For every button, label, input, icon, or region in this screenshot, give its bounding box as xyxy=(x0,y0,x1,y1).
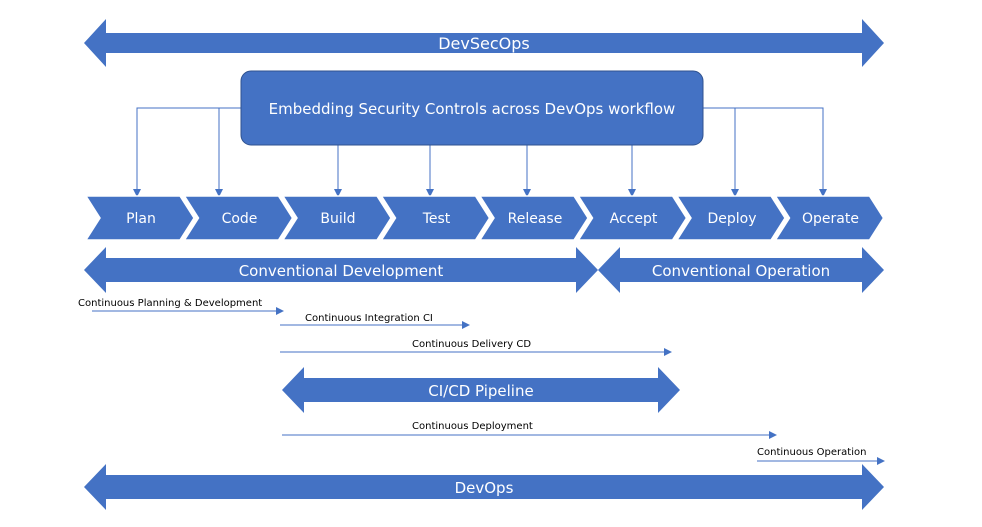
stage-label: Plan xyxy=(126,211,156,227)
security-controls-label: Embedding Security Controls across DevOp… xyxy=(269,100,676,118)
continuous-operation-label: Continuous Operation xyxy=(757,447,866,458)
continuous-deployment: Continuous Deployment xyxy=(282,421,777,439)
stage-chevron xyxy=(84,195,195,241)
cicd-pipeline-arrow: CI/CD Pipeline xyxy=(282,367,680,413)
stage-label: Code xyxy=(222,211,258,227)
conventional-operation-label: Conventional Operation xyxy=(652,262,830,280)
stage-label: Deploy xyxy=(707,211,756,227)
continuous-planning-development-label: Continuous Planning & Development xyxy=(78,298,262,309)
stage-chevron xyxy=(478,195,589,241)
stage-plan: Plan xyxy=(84,195,195,241)
devsecops-label: DevSecOps xyxy=(438,34,530,53)
continuous-planning-development: Continuous Planning & Development xyxy=(78,298,284,315)
security-controls-box: Embedding Security Controls across DevOp… xyxy=(240,70,704,146)
stage-label: Release xyxy=(508,211,563,227)
devops-arrow: DevOps xyxy=(84,464,884,510)
stage-label: Test xyxy=(422,211,451,227)
stage-chevron xyxy=(380,195,491,241)
stage-test: Test xyxy=(380,195,491,241)
devsecops-arrow: DevSecOps xyxy=(84,19,884,67)
conventional-development-label: Conventional Development xyxy=(239,262,444,280)
stage-deploy: Deploy xyxy=(675,195,786,241)
continuous-deployment-label: Continuous Deployment xyxy=(412,421,533,432)
continuous-integration-label: Continuous Integration CI xyxy=(305,313,433,324)
stage-chevron xyxy=(281,195,392,241)
stage-chevron xyxy=(577,195,688,241)
stage-build: Build xyxy=(281,195,392,241)
continuous-delivery-label: Continuous Delivery CD xyxy=(412,339,531,350)
stage-operate: Operate xyxy=(774,195,885,241)
stage-code: Code xyxy=(183,195,294,241)
cicd-pipeline-label: CI/CD Pipeline xyxy=(428,382,533,400)
stage-chevron xyxy=(183,195,294,241)
stage-chevrons: Plan Code Build Test Release Accept Deploy Oper… xyxy=(84,195,885,241)
conventional-operation-arrow: Conventional Operation xyxy=(598,247,884,293)
stage-chevron xyxy=(675,195,786,241)
stage-release: Release xyxy=(478,195,589,241)
continuous-operation: Continuous Operation xyxy=(757,447,885,465)
stage-accept: Accept xyxy=(577,195,688,241)
devops-label: DevOps xyxy=(455,479,514,497)
stage-label: Operate xyxy=(802,211,859,227)
stage-label: Accept xyxy=(610,211,658,227)
stage-chevron xyxy=(774,195,885,241)
stage-label: Build xyxy=(320,211,355,227)
continuous-integration: Continuous Integration CI xyxy=(280,313,470,329)
conventional-development-arrow: Conventional Development xyxy=(84,247,598,293)
security-connectors xyxy=(133,107,827,197)
continuous-delivery: Continuous Delivery CD xyxy=(280,339,672,356)
